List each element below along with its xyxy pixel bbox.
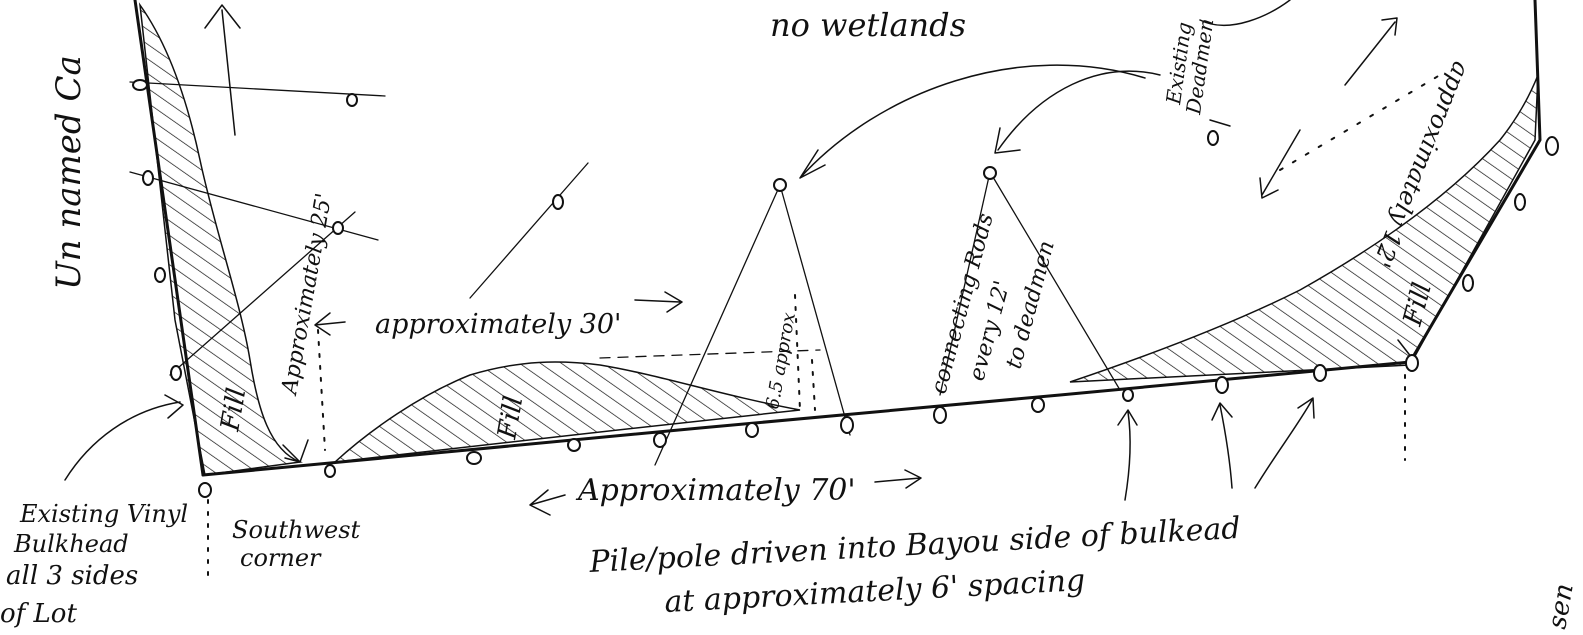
existing-vinyl-line-4: of Lot — [0, 599, 77, 629]
connecting-rods-line-3: to deadmen — [1002, 238, 1060, 371]
bulkhead-left-side — [133, 0, 205, 477]
dashed-grade-line — [599, 349, 821, 359]
dotted-marker-3 — [811, 359, 816, 411]
southwest-corner-line-2: corner — [240, 544, 322, 572]
existing-vinyl-line-2: Bulkhead — [13, 530, 129, 558]
southwest-corner-line-1: Southwest — [232, 516, 361, 544]
approx-70-label: Approximately 70' — [575, 473, 856, 508]
bulkhead-bayou-side — [201, 360, 1412, 477]
existing-vinyl-line-1: Existing Vinyl — [19, 500, 188, 528]
approx-65-label: 6.5 approx — [762, 311, 800, 411]
right-edge-label: sen — [1542, 581, 1579, 631]
fill-region-right — [1069, 74, 1539, 383]
fill-region-left — [138, 2, 303, 476]
dotted-marker-6 — [1279, 74, 1441, 171]
pile-note-line-1: Pile/pole driven into Bayou side of bulk… — [588, 511, 1242, 580]
pile-markers — [132, 79, 1559, 498]
existing-vinyl-line-3: all 3 sides — [6, 561, 138, 591]
bulkhead-right-side — [1408, 0, 1542, 364]
no-wetlands-label: no wetlands — [770, 6, 966, 44]
approx-30-label: approximately 30' — [375, 309, 621, 340]
approx-25-label: Approximately 25' — [277, 191, 337, 398]
unnamed-canal-label: Un named Ca — [49, 55, 89, 290]
fill-region-middle — [332, 361, 801, 464]
dotted-marker-1 — [317, 329, 326, 451]
connecting-rods — [129, 81, 1121, 466]
annotation-arrows — [64, 0, 1413, 516]
dotted-marker-2 — [794, 294, 801, 411]
